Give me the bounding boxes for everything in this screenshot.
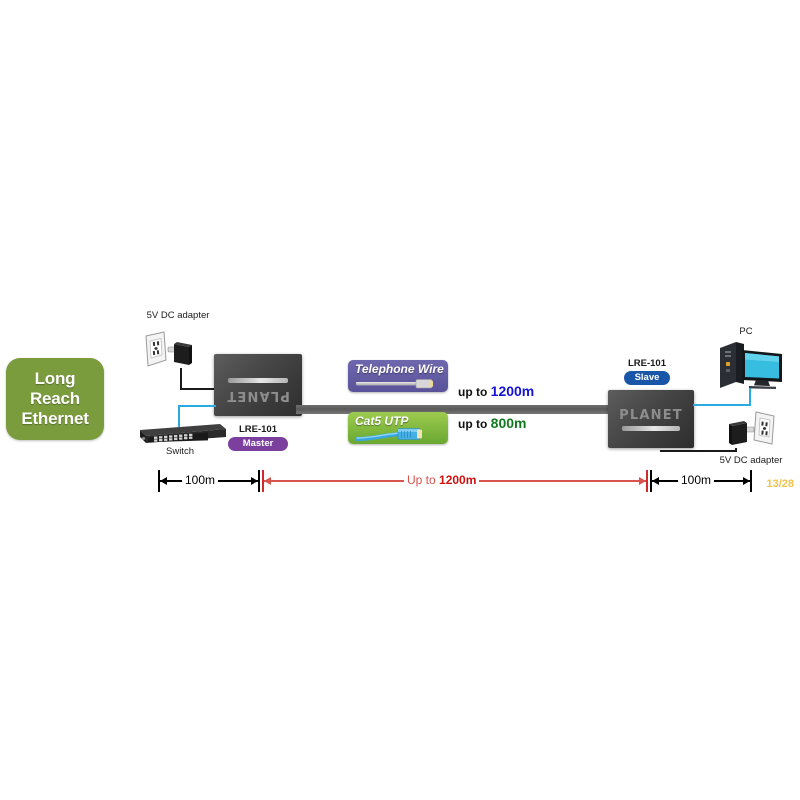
cat5-utp-cable-icon <box>356 428 422 442</box>
page-number: 13/28 <box>766 478 794 490</box>
right-power-brick-icon <box>729 421 755 445</box>
telephone-wire-distance: up to 1200m <box>458 383 534 399</box>
master-device-lightbar <box>228 378 288 383</box>
telephone-wire-distance-value: 1200m <box>490 383 535 399</box>
telephone-wire-badge: Telephone Wire <box>348 360 448 392</box>
ruler-arrow-middle-left <box>264 477 271 485</box>
ruler-label-middle-value: 1200m <box>439 473 477 487</box>
right-wall-outlet-icon <box>753 411 775 445</box>
pc-label: PC <box>739 326 753 337</box>
ethernet-switch-icon <box>140 424 226 443</box>
lre-101-master-device: PLANET <box>214 354 302 416</box>
ruler-tick-left-outer <box>158 470 160 492</box>
master-device-name: LRE-101 <box>238 424 277 435</box>
ruler-label-right: 100m <box>678 473 715 487</box>
right-power-adapter-label: 5V DC adapter <box>719 455 783 466</box>
master-role-pill: Master <box>228 437 288 451</box>
pc-link-cable-horizontal <box>693 404 751 406</box>
ruler-arrow-left-outer <box>160 477 167 485</box>
master-device-logo: PLANET <box>226 388 290 403</box>
ruler-tick-right-outer <box>750 470 752 492</box>
switch-uplink-cable-vertical <box>178 405 180 427</box>
cat5-utp-badge: Cat5 UTP <box>348 412 448 444</box>
ruler-tick-middle-left <box>262 470 264 492</box>
slave-role-pill: Slave <box>624 371 670 385</box>
slave-device-lightbar <box>622 426 680 431</box>
long-reach-ethernet-badge: Long Reach Ethernet <box>6 358 104 440</box>
ruler-tick-right-inner <box>650 470 652 492</box>
left-power-adapter-label: 5V DC adapter <box>146 310 210 321</box>
switch-uplink-cable-horizontal <box>178 405 216 407</box>
right-power-cable-vertical <box>735 448 737 452</box>
long-reach-trunk-cable <box>296 405 612 414</box>
ruler-tick-left-inner <box>258 470 260 492</box>
cat5-utp-distance-value: 800m <box>490 415 527 431</box>
telephone-wire-cable-icon <box>356 379 433 389</box>
right-power-cable-horizontal <box>660 450 736 452</box>
slave-device-logo: PLANET <box>619 408 683 423</box>
cat5-utp-distance: up to 800m <box>458 415 526 431</box>
ruler-arrow-right-inner <box>652 477 659 485</box>
slave-device-name: LRE-101 <box>627 358 666 369</box>
badge-line-3: Ethernet <box>21 409 89 428</box>
cat5-utp-label: Cat5 UTP <box>355 414 409 428</box>
left-power-brick-icon <box>167 342 192 365</box>
left-power-cable-horizontal <box>180 388 216 390</box>
long-reach-ethernet-badge-text: Long Reach Ethernet <box>21 369 89 429</box>
pc-computer-icon <box>720 342 782 389</box>
ruler-label-middle: Up to 1200m <box>404 473 480 487</box>
telephone-wire-distance-prefix: up to <box>458 385 491 399</box>
ruler-label-left: 100m <box>182 473 219 487</box>
left-power-cable-vertical <box>180 368 182 390</box>
badge-line-1: Long <box>34 369 76 388</box>
cat5-utp-distance-prefix: up to <box>458 417 491 431</box>
ruler-arrow-left-inner <box>251 477 258 485</box>
badge-line-2: Reach <box>29 389 80 408</box>
ruler-arrow-middle-right <box>639 477 646 485</box>
left-wall-outlet-icon <box>145 331 167 367</box>
pc-link-cable-vertical <box>749 388 751 405</box>
ruler-label-middle-prefix: Up to <box>407 473 440 487</box>
switch-label: Switch <box>166 446 194 457</box>
ruler-arrow-right-outer <box>743 477 750 485</box>
telephone-wire-label: Telephone Wire <box>355 362 444 376</box>
lre-101-slave-device: PLANET <box>608 390 694 448</box>
ruler-tick-middle-right <box>646 470 648 492</box>
